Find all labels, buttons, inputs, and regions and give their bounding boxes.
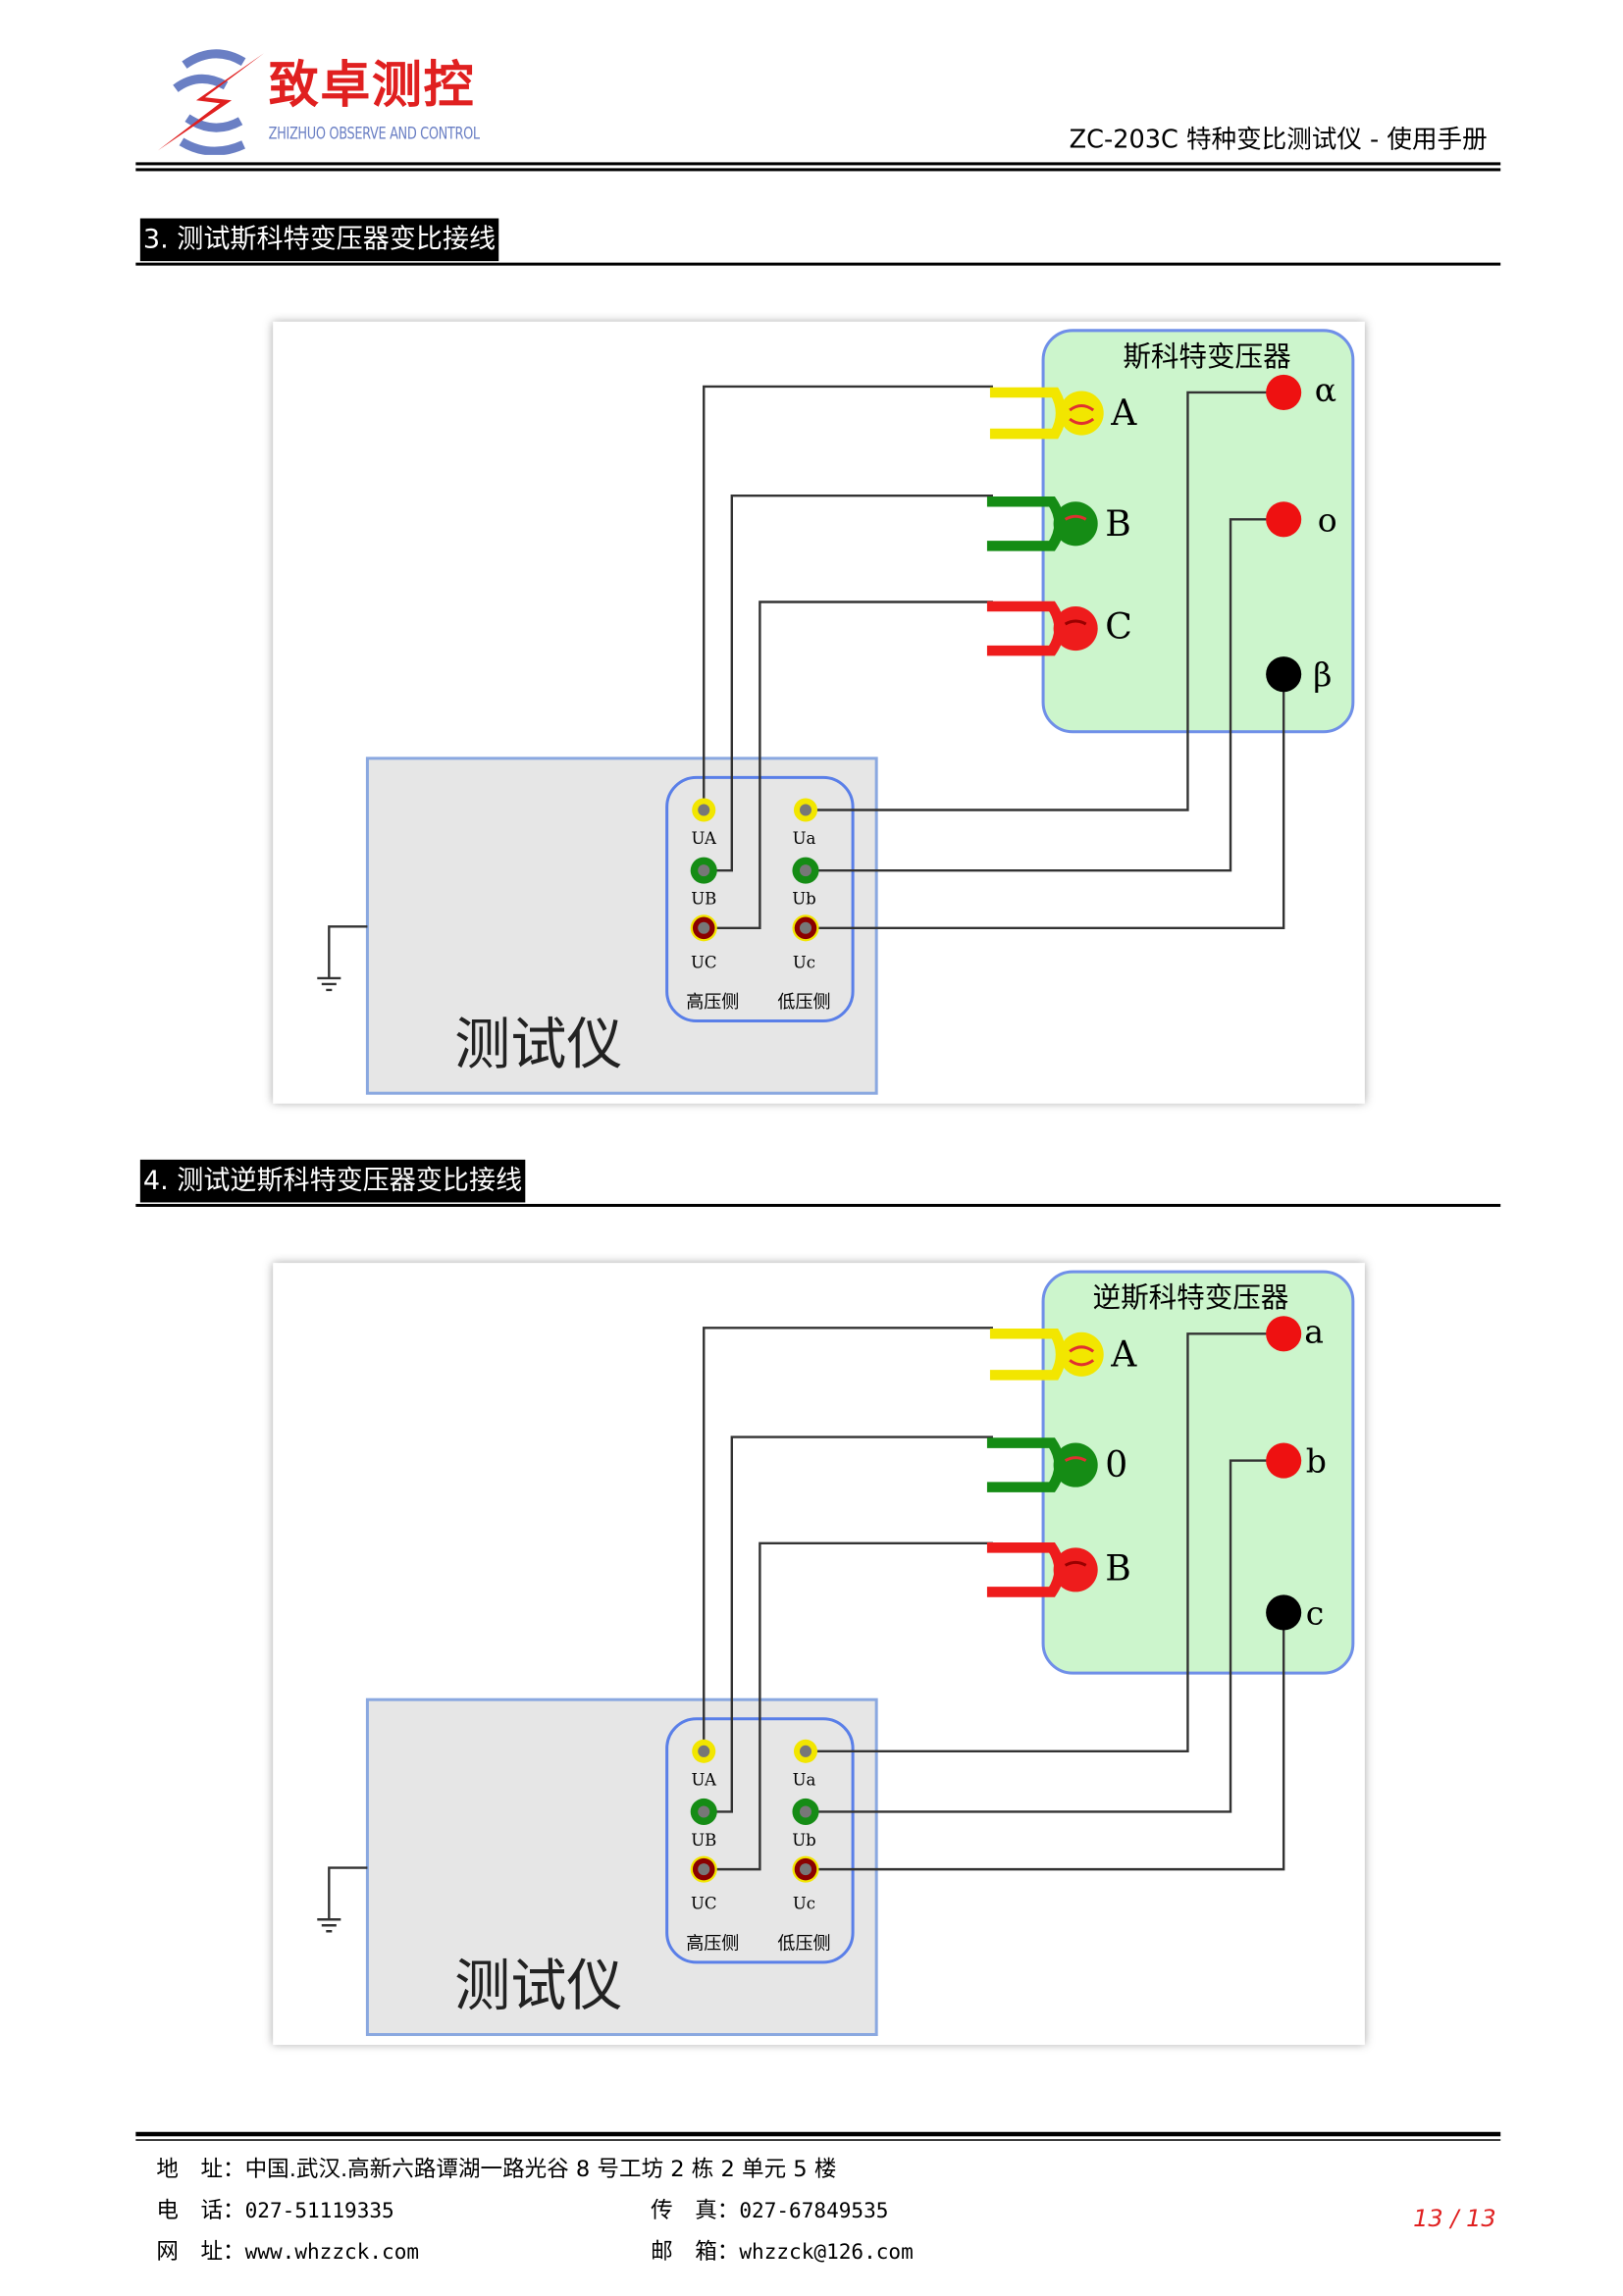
terminal-dot-red — [1266, 1316, 1302, 1352]
clamp-b-icon — [986, 496, 1098, 551]
lv-terminal-label: c — [1306, 1594, 1325, 1633]
lv-terminal-label: β — [1313, 655, 1332, 694]
hv-terminal-label: B — [1105, 1547, 1131, 1589]
jack-label: Ub — [792, 890, 816, 909]
logo-cn-text: 致卓测控 — [268, 56, 476, 116]
jack-label: UB — [691, 890, 716, 909]
diagram-svg: 逆斯科特变压器 — [317, 1270, 1355, 2037]
transformer-box — [1041, 1270, 1355, 1675]
footer-divider — [135, 2131, 1501, 2137]
address-label: 地 址： — [156, 2155, 245, 2182]
clamp-a-icon — [989, 1329, 1104, 1381]
lv-side-label: 低压侧 — [777, 1933, 830, 1954]
footer-fax: 传 真：027-67849535 — [651, 2195, 888, 2226]
logo-mark-icon — [157, 49, 265, 155]
footer-phone: 电 话：027-51119335 — [156, 2195, 393, 2226]
phone-label: 电 话： — [156, 2196, 245, 2223]
clamp-o-icon — [986, 1437, 1098, 1492]
transformer-title: 斯科特变压器 — [1123, 339, 1290, 373]
jack-label: UA — [692, 1770, 717, 1789]
jack-label: UA — [692, 829, 717, 848]
terminal-dot-red — [1266, 501, 1302, 538]
jack-label: Ub — [792, 1831, 816, 1850]
tester-label: 测试仪 — [454, 1013, 622, 1077]
terminal-dot-red — [1266, 374, 1302, 411]
header-divider — [135, 162, 1501, 166]
hv-side-label: 高压侧 — [686, 1933, 739, 1954]
page-number: 13 / 13 — [1413, 2204, 1496, 2233]
diagram-svg: 斯科特变压器 — [317, 329, 1355, 1095]
tester-jacks — [690, 1739, 819, 1883]
terminal-dot-black — [1266, 1594, 1302, 1631]
jack-label: Uc — [793, 953, 815, 971]
lv-side-label: 低压侧 — [777, 992, 830, 1013]
footer-email: 邮 箱：whzzck@126.com — [651, 2237, 914, 2269]
fax-label: 传 真： — [651, 2196, 740, 2223]
section-heading: 3. 测试斯科特变压器变比接线 — [139, 218, 499, 262]
terminal-dot-red — [1266, 1442, 1302, 1479]
section-divider — [135, 1203, 1501, 1207]
web-link[interactable]: www.whzzck.com — [244, 2241, 420, 2266]
hv-terminal-label: A — [1110, 392, 1137, 434]
hv-side-label: 高压侧 — [686, 992, 739, 1013]
tester-label: 测试仪 — [454, 1954, 622, 2018]
fax-value: 027-67849535 — [739, 2199, 889, 2223]
jack-label: Ua — [793, 829, 816, 848]
lv-terminal-label: a — [1304, 1312, 1324, 1350]
transformer-title: 逆斯科特变压器 — [1093, 1280, 1289, 1314]
jack-label: Uc — [793, 1895, 815, 1913]
document-title: ZC-203C 特种变比测试仪 - 使用手册 — [1069, 125, 1488, 155]
wiring-diagram-scott: 斯科特变压器 — [273, 321, 1365, 1104]
clamp-c-icon — [986, 600, 1098, 656]
email-link[interactable]: whzzck@126.com — [739, 2241, 914, 2266]
hv-terminal-label: 0 — [1105, 1444, 1127, 1486]
tester-jacks — [690, 798, 819, 942]
transformer-box — [1041, 329, 1355, 734]
wiring-diagram-inverse-scott: 逆斯科特变压器 — [273, 1263, 1365, 2046]
jack-label: UB — [691, 1831, 716, 1850]
lv-terminal-label: b — [1306, 1442, 1327, 1481]
tester-box — [365, 757, 878, 1095]
web-label: 网 址： — [156, 2238, 245, 2266]
hv-terminal-label: C — [1105, 606, 1132, 648]
hv-terminal-label: A — [1110, 1333, 1137, 1375]
company-logo: 致卓测控 ZHIZHUO OBSERVE AND CONTROL — [155, 44, 516, 155]
jack-label: UC — [691, 953, 717, 971]
email-label: 邮 箱： — [651, 2238, 740, 2266]
clamp-b-icon — [986, 1542, 1098, 1597]
section-heading: 4. 测试逆斯科特变压器变比接线 — [139, 1159, 526, 1203]
header-divider — [135, 168, 1501, 172]
jack-label: Ua — [793, 1770, 816, 1789]
clamp-a-icon — [989, 387, 1104, 440]
wires — [317, 1327, 1285, 1933]
wires — [317, 385, 1285, 992]
address-value: 中国.武汉.高新六路谭湖一路光谷 8 号工坊 2 栋 2 单元 5 楼 — [244, 2155, 837, 2182]
section-divider — [135, 262, 1501, 266]
terminal-dot-black — [1266, 656, 1302, 693]
logo-en-text: ZHIZHUO OBSERVE AND CONTROL — [268, 124, 480, 143]
phone-value: 027-51119335 — [244, 2199, 394, 2223]
lv-terminal-label: α — [1315, 371, 1336, 409]
hv-terminal-label: B — [1105, 503, 1131, 545]
footer-address: 地 址：中国.武汉.高新六路谭湖一路光谷 8 号工坊 2 栋 2 单元 5 楼 — [156, 2154, 836, 2183]
jack-label: UC — [691, 1895, 717, 1913]
lv-terminal-label: o — [1318, 500, 1337, 539]
footer-web: 网 址：www.whzzck.com — [156, 2237, 419, 2269]
footer-divider — [135, 2139, 1501, 2141]
